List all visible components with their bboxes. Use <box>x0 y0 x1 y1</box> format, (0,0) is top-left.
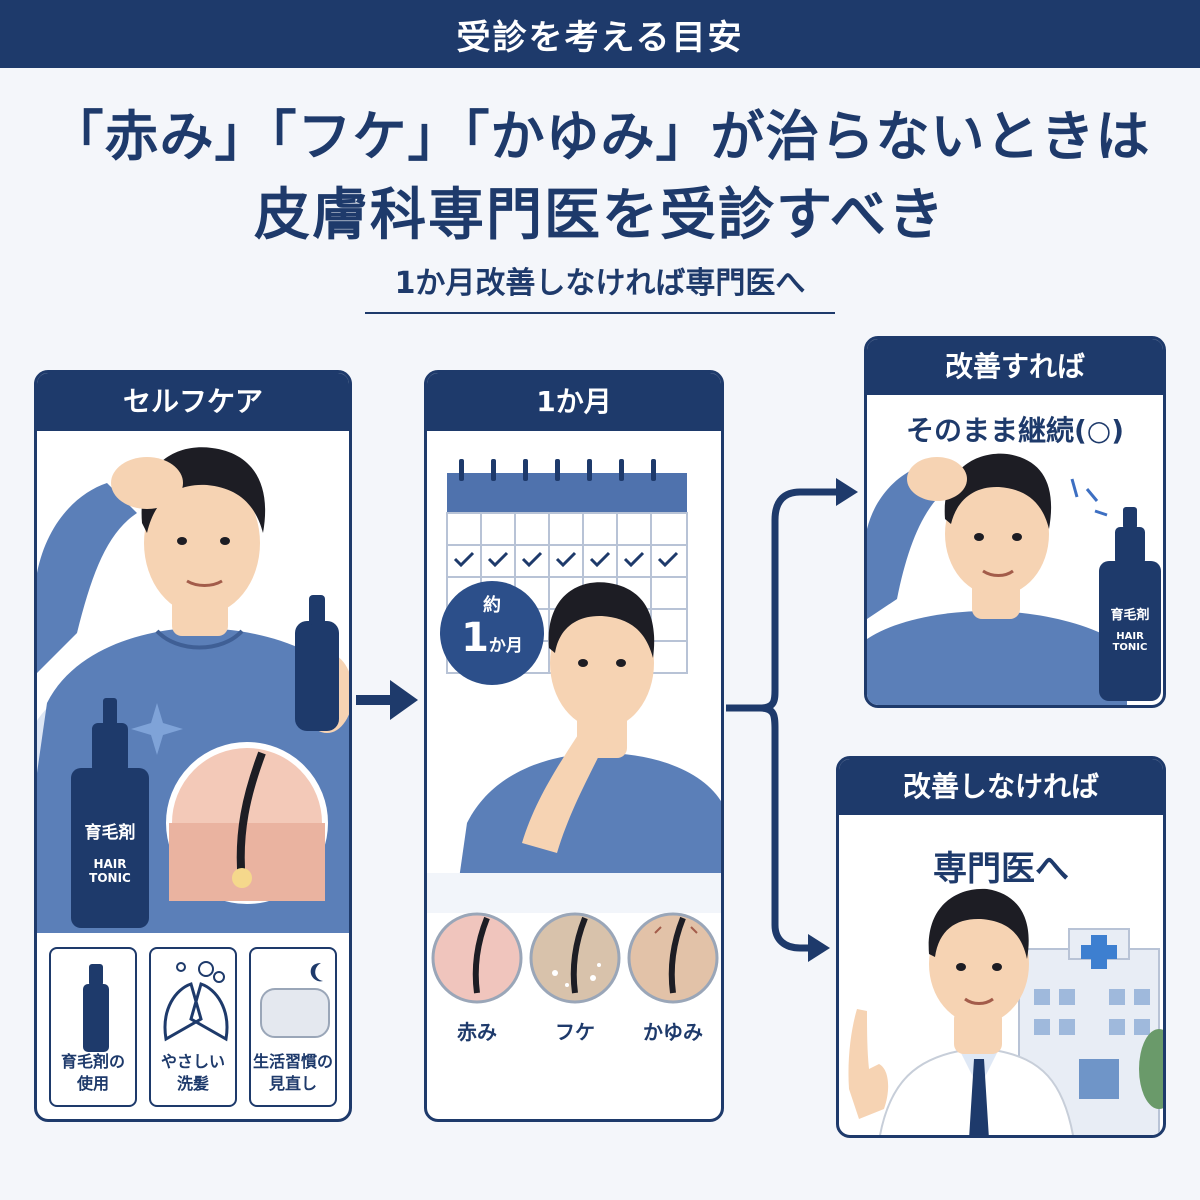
top-banner: 受診を考える目安 <box>0 0 1200 68</box>
month-badge-big: 1 <box>461 615 489 661</box>
improved-bottle-jp: 育毛剤 <box>1110 608 1150 623</box>
spray-bottle-icon <box>83 964 109 1052</box>
washing-hands-icon <box>163 961 229 1042</box>
selfcare-title: セルフケア <box>37 373 349 431</box>
not-improved-message: 専門医へ <box>933 849 1069 889</box>
headline-subline: 1か月改善しなければ専門医へ <box>365 258 835 314</box>
tip-label-wash: やさしい 洗髪 <box>160 1052 225 1093</box>
improved-panel: 改善すれば そのまま継続(○) 育毛剤 HAIR TONIC <box>864 336 1166 708</box>
month-badge-unit: か月 <box>488 636 523 656</box>
selfcare-panel: セルフケア 育毛剤 HAI <box>34 370 352 1122</box>
selfcare-bottle-label: 育毛剤 HAIR TONIC <box>71 818 149 885</box>
improved-bottle-en2: TONIC <box>1112 642 1148 653</box>
tip-box-wash: やさしい 洗髪 <box>149 947 237 1107</box>
tip-label-lifestyle: 生活習慣の 見直し <box>252 1052 333 1093</box>
tip-box-lifestyle: 生活習慣の 見直し <box>249 947 337 1107</box>
improved-title: 改善すれば <box>867 339 1163 395</box>
selfcare-bottle-en1: HAIR <box>93 857 127 871</box>
tip-label-tonic: 育毛剤の 使用 <box>60 1052 125 1093</box>
month-panel: 1か月 <box>424 370 724 1122</box>
month-badge-big-wrap: 1か月 <box>440 615 544 661</box>
headline-line2: 皮膚科専門医を受診すべき <box>253 183 947 248</box>
improved-bottle-en1: HAIR <box>1116 631 1144 642</box>
arrow-head-1 <box>390 680 418 720</box>
symptom-itching: かゆみ <box>643 1020 703 1044</box>
headline-line1: 「赤み」「フケ」「かゆみ」が治らないときは <box>49 105 1151 168</box>
symptom-redness: 赤み <box>457 1020 497 1044</box>
not-improved-title: 改善しなければ <box>839 759 1163 815</box>
improved-illustration <box>867 453 1161 705</box>
selfcare-bottle-jp: 育毛剤 <box>84 823 136 843</box>
selfcare-bottle-en2: TONIC <box>89 871 131 885</box>
month-title: 1か月 <box>427 373 721 431</box>
not-improved-panel: 改善しなければ 専門医へ <box>836 756 1166 1138</box>
month-illustration <box>427 459 721 1004</box>
pillow-moon-icon <box>260 963 330 1038</box>
selfcare-illustration <box>37 447 349 933</box>
branch-connector <box>726 488 840 952</box>
improved-message: そのまま継続(○) <box>905 414 1125 447</box>
tip-box-tonic: 育毛剤の 使用 <box>49 947 137 1107</box>
arrow-head-improved <box>836 478 858 506</box>
month-badge-small: 約 <box>483 595 501 616</box>
arrow-head-not-improved <box>808 934 830 962</box>
banner-title: 受診を考える目安 <box>456 17 744 58</box>
symptom-dandruff: フケ <box>555 1020 595 1044</box>
doctor-illustration <box>848 888 1163 1135</box>
improved-bottle-label: 育毛剤 HAIR TONIC <box>1099 604 1161 653</box>
